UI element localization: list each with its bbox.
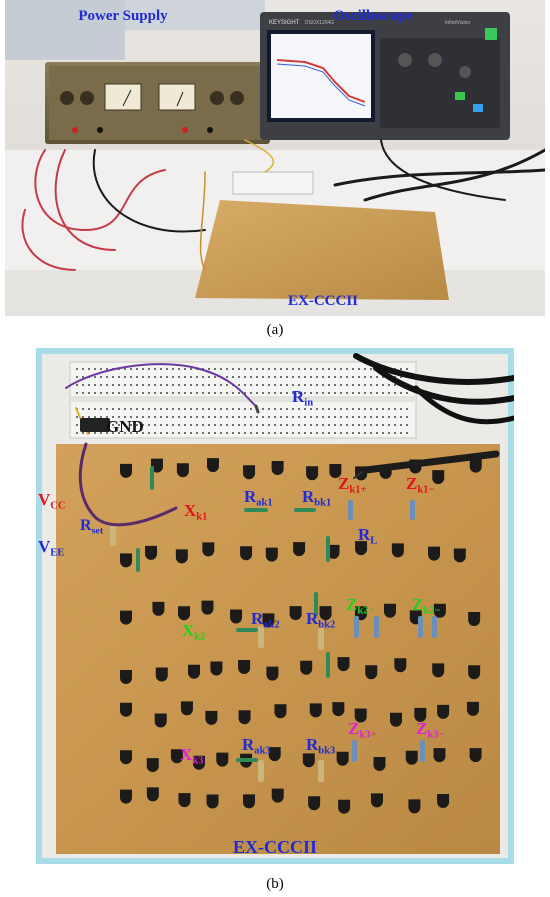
label-z-k3-minus: Zk3−: [416, 719, 445, 741]
probe-cables-a: [21, 139, 545, 271]
breadboard-a: [232, 171, 314, 195]
caption-a: (a): [266, 322, 284, 338]
label-r-ak3: Rak3: [242, 735, 271, 757]
label-oscilloscope: Oscilloscope: [333, 8, 413, 24]
wires-and-probes-b: [65, 353, 514, 527]
power-supply-unit: [45, 62, 270, 144]
label-r-ak2: Rak2: [251, 609, 280, 631]
label-x-k1: Xk1: [184, 501, 208, 523]
photo-panel-b: GND Rin VCC VEE Rset Xk1 Rak1 Rbk1 Zk1+ …: [36, 348, 514, 864]
bench-photo: KEYSIGHT DSOX1204G InfiniiVision Power S…: [5, 0, 545, 316]
label-z-k1-minus: Zk1−: [406, 474, 435, 496]
scope-model-text: DSOX1204G: [305, 20, 334, 26]
pcb-board-a: [195, 200, 449, 300]
label-z-k2-plus: Zk2+: [346, 595, 375, 617]
label-board-a: EX-CCCII: [288, 293, 358, 309]
label-z-k1-plus: Zk1+: [338, 474, 367, 496]
label-v-ee: VEE: [38, 537, 65, 559]
label-z-k2-minus: Zk2−: [412, 595, 441, 617]
label-r-bk3: Rbk3: [306, 735, 336, 757]
label-r-in: Rin: [292, 387, 314, 409]
oscilloscope-unit: KEYSIGHT DSOX1204G InfiniiVision: [260, 12, 510, 140]
label-power-supply: Power Supply: [78, 8, 168, 24]
label-r-set: Rset: [80, 517, 104, 537]
label-x-k3: Xk3: [180, 745, 204, 767]
board-photo: [36, 348, 514, 864]
label-r-bk1: Rbk1: [302, 487, 332, 509]
pcb-components: [110, 458, 482, 814]
scope-brand-text: KEYSIGHT: [269, 20, 300, 26]
label-z-k3-plus: Zk3+: [348, 719, 377, 741]
pcb-board-b: [56, 444, 500, 854]
label-r-l: RL: [358, 525, 378, 547]
label-r-bk2: Rbk2: [306, 609, 336, 631]
label-v-cc: VCC: [38, 490, 66, 512]
caption-b: (b): [266, 876, 284, 892]
photo-panel-a: KEYSIGHT DSOX1204G InfiniiVision Power S…: [5, 0, 545, 316]
label-r-ak1: Rak1: [244, 487, 273, 509]
gnd-connector: [80, 418, 110, 432]
label-board-b: EX-CCCII: [232, 837, 317, 857]
label-gnd: GND: [106, 417, 144, 436]
scope-series-text: InfiniiVision: [445, 20, 470, 26]
label-x-k2: Xk2: [182, 621, 206, 643]
